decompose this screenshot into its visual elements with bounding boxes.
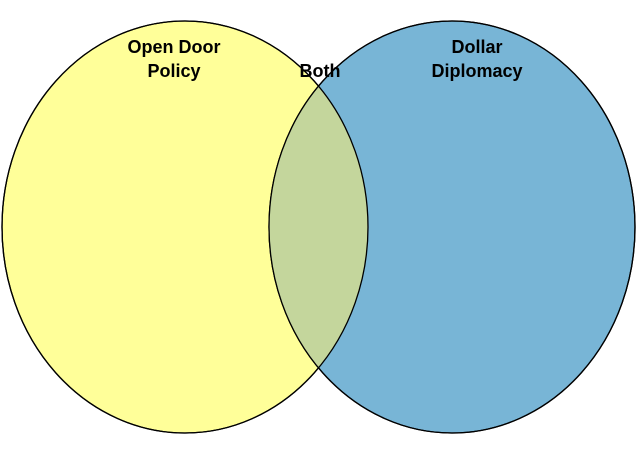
dollar-diplomacy-label-line2: Diplomacy <box>431 61 523 81</box>
dollar-diplomacy-label: Dollar Diplomacy <box>407 35 547 83</box>
open-door-policy-label-line2: Policy <box>147 61 201 81</box>
dollar-diplomacy-outline <box>268 20 636 434</box>
dollar-diplomacy-label-line1: Dollar <box>451 37 503 57</box>
open-door-policy-label-line1: Open Door <box>127 37 221 57</box>
both-label: Both <box>299 61 341 81</box>
open-door-policy-label: Open Door Policy <box>104 35 244 83</box>
open-door-policy-outline <box>1 20 369 434</box>
